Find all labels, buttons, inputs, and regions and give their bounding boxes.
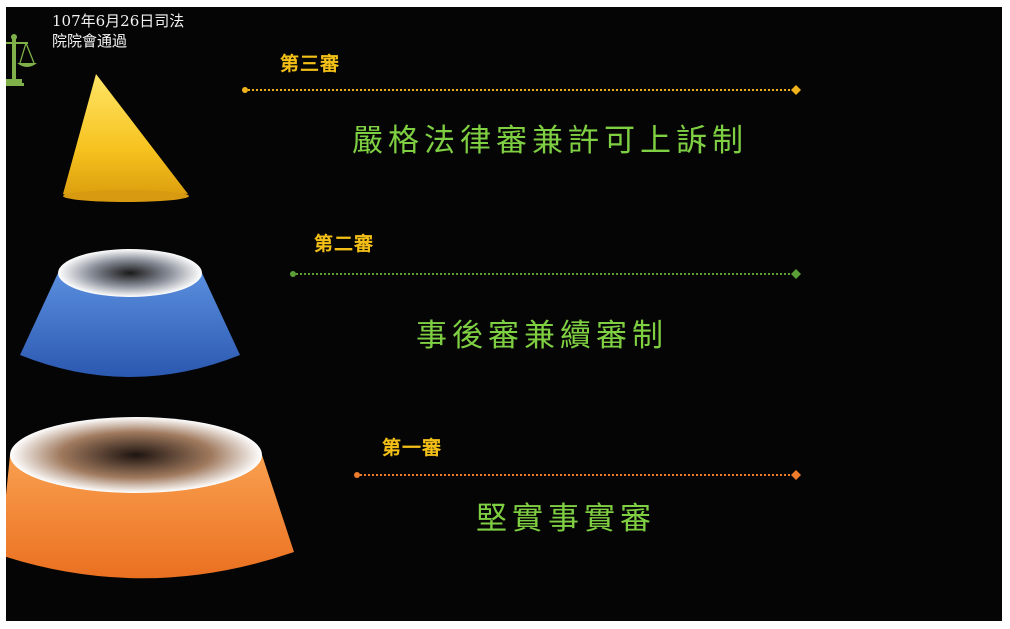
tier2-frustum [20, 249, 240, 377]
approval-date-note: 107年6月26日司法 院院會通過 [52, 12, 185, 50]
tier1-description: 堅實事實審 [476, 501, 656, 537]
tier2-description: 事後審兼續審制 [416, 318, 668, 354]
tier3-description: 嚴格法律審兼許可上訴制 [352, 123, 748, 159]
tier1-label: 第一審 [382, 437, 443, 459]
pyramid-shapes [6, 74, 801, 579]
tier1-frustum [6, 417, 294, 579]
scale-of-justice-icon [6, 34, 37, 86]
tier3-connector [242, 85, 801, 95]
tier3-cone [63, 74, 189, 202]
tier2-label: 第二審 [314, 233, 375, 255]
slide-canvas: 107年6月26日司法 院院會通過 [6, 7, 1002, 621]
tier3-label: 第三審 [280, 53, 341, 75]
tier2-connector [290, 269, 801, 279]
tier1-connector [354, 470, 801, 480]
